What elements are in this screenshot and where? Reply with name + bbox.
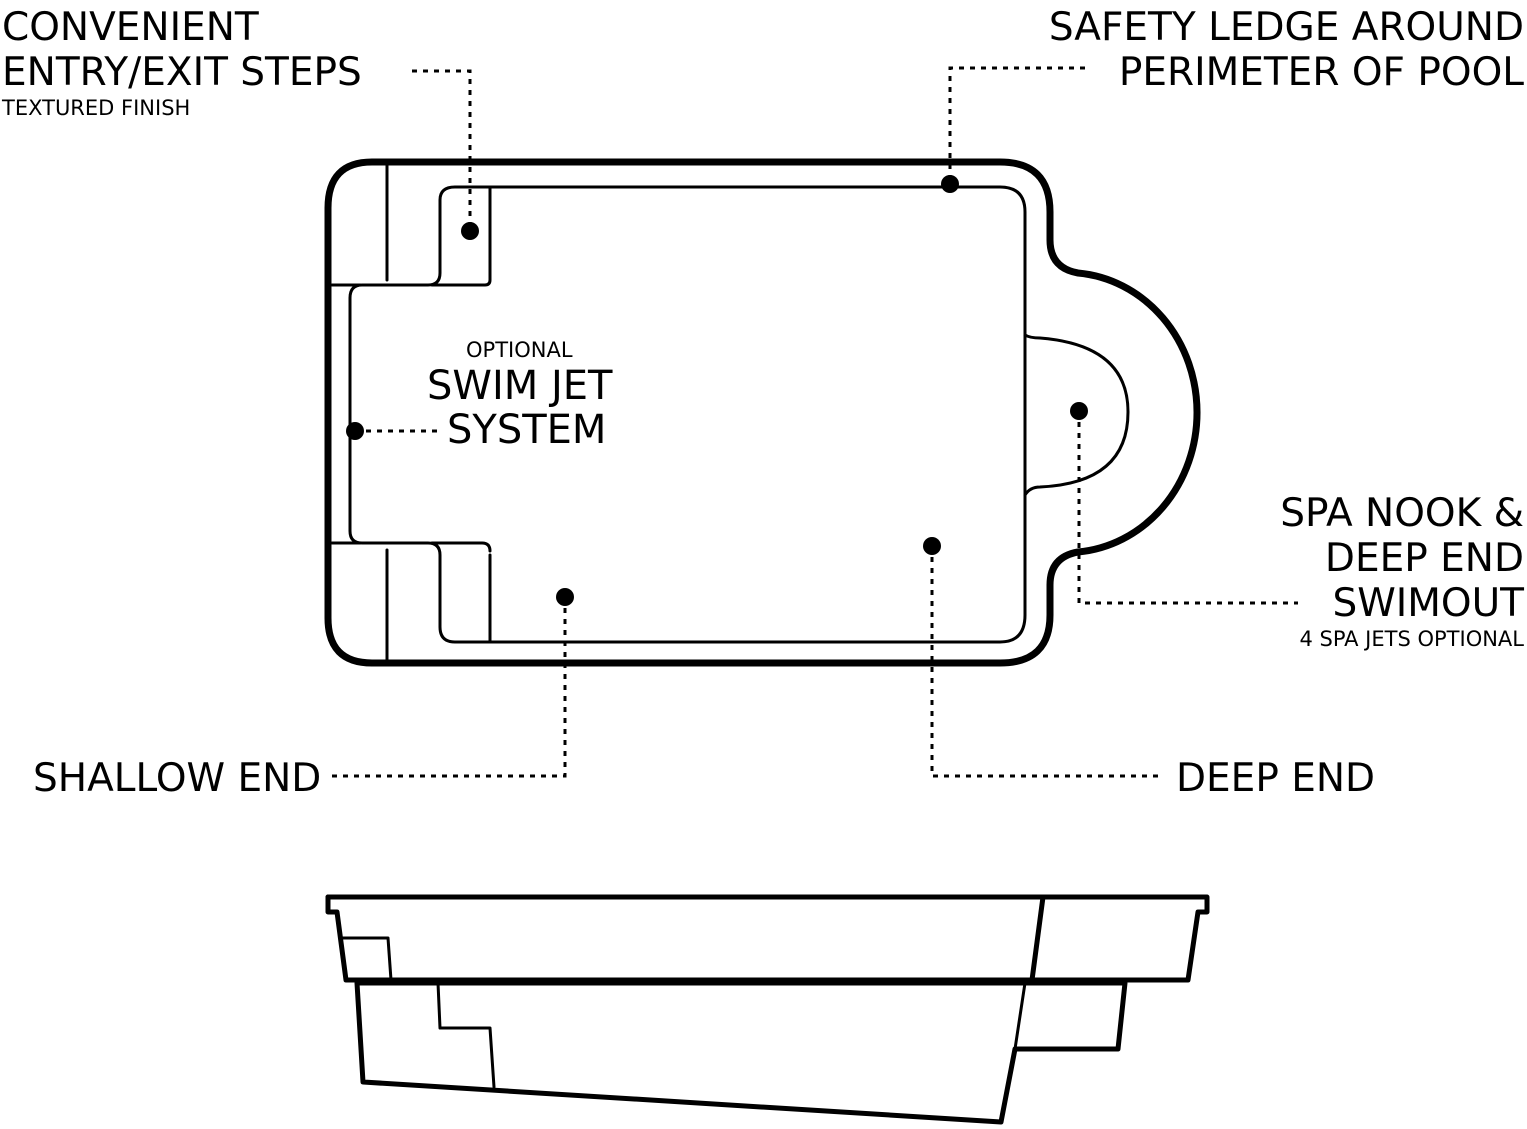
dot-jet xyxy=(346,422,364,440)
dot-spa xyxy=(1070,402,1088,420)
dot-ledge xyxy=(941,175,959,193)
leader-ledge xyxy=(948,66,1085,184)
label-deep-end: DEEP END xyxy=(1176,756,1376,801)
leader-shallow xyxy=(332,597,567,778)
pool-inner-ledge xyxy=(348,185,1027,644)
profile-step-lower xyxy=(436,981,496,1089)
label-spa-line2: DEEP END xyxy=(1324,536,1524,581)
dot-steps xyxy=(461,222,479,240)
label-ledge-line1: SAFETY LEDGE AROUND xyxy=(1048,5,1524,50)
dot-shallow xyxy=(556,588,574,606)
label-ledge-line2: PERIMETER OF POOL xyxy=(1118,50,1524,95)
label-shallow-end: SHALLOW END xyxy=(33,756,322,801)
dot-deep xyxy=(923,537,941,555)
label-spa-sub: 4 SPA JETS OPTIONAL xyxy=(1299,627,1524,651)
step-line-top-2 xyxy=(430,185,492,287)
leader-steps xyxy=(412,69,472,231)
profile-step-top xyxy=(340,936,393,982)
profile-lower-body xyxy=(354,980,1128,1125)
profile-left-upper xyxy=(325,894,1035,983)
label-steps-line1: CONVENIENT xyxy=(2,5,259,50)
step-line-bottom-2 xyxy=(430,541,492,644)
label-steps-line2: ENTRY/EXIT STEPS xyxy=(2,50,362,95)
label-spa-line1: SPA NOOK & xyxy=(1280,491,1524,536)
profile-deep-wall xyxy=(1013,981,1027,1051)
leader-spa xyxy=(1077,411,1298,605)
label-spa-line3: SWIMOUT xyxy=(1332,581,1524,626)
label-jet-pre: OPTIONAL xyxy=(466,338,573,362)
profile-rim xyxy=(325,894,1210,983)
label-jet-line2: SYSTEM xyxy=(447,407,607,453)
label-jet-line1: SWIM JET xyxy=(427,363,613,409)
pool-outer-outline xyxy=(324,158,1201,667)
label-steps-sub: TEXTURED FINISH xyxy=(2,96,191,120)
spa-nook-outline xyxy=(1023,333,1130,497)
